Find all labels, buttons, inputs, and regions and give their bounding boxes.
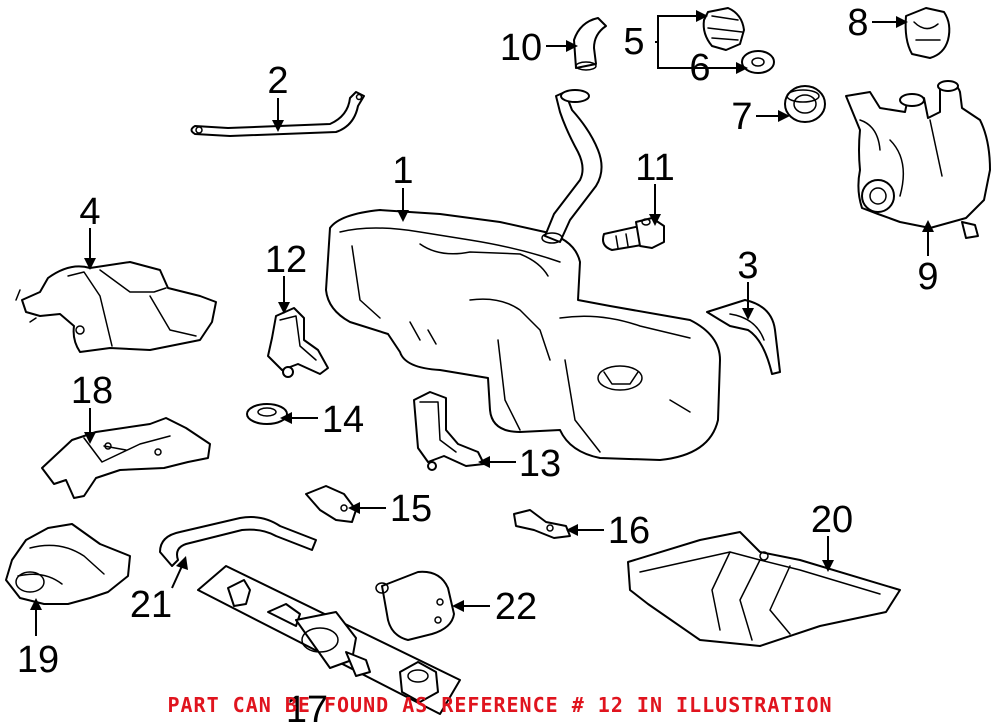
rear-bracket-part[interactable] xyxy=(41,417,211,499)
callout-9: 9 xyxy=(917,256,938,298)
callout-12: 12 xyxy=(265,239,307,281)
arrowheads xyxy=(30,10,934,612)
callout-5: 5 xyxy=(623,21,644,63)
heat-shield-part[interactable] xyxy=(706,299,781,375)
bracket-clip-part[interactable] xyxy=(513,509,571,539)
callout-6: 6 xyxy=(689,47,710,89)
fuel-tank-part[interactable] xyxy=(325,209,721,461)
heat-shield-large-part[interactable] xyxy=(627,531,901,647)
filler-cap-part[interactable] xyxy=(702,7,745,51)
filler-neck-part[interactable] xyxy=(541,89,603,244)
lower-shield-part[interactable] xyxy=(5,523,131,605)
cap-part[interactable] xyxy=(904,7,951,59)
callout-2: 2 xyxy=(267,60,288,102)
leader-lines xyxy=(35,15,929,636)
callout-8: 8 xyxy=(847,2,868,44)
fuel-filter-part[interactable] xyxy=(375,570,455,641)
fuel-pump-kit-part[interactable] xyxy=(197,565,461,715)
callout-1: 1 xyxy=(392,150,413,192)
callout-15: 15 xyxy=(390,488,432,530)
callout-labels: 1 2 3 4 5 6 7 8 9 10 11 12 13 14 15 16 1… xyxy=(17,2,939,728)
fuel-line-part[interactable] xyxy=(159,516,317,567)
callout-16: 16 xyxy=(608,510,650,552)
callout-19: 19 xyxy=(17,639,59,681)
callout-21: 21 xyxy=(130,584,172,626)
expansion-tank-part[interactable] xyxy=(845,80,991,239)
callout-20: 20 xyxy=(811,499,853,541)
seal-washer-part[interactable] xyxy=(741,50,775,74)
callout-18: 18 xyxy=(71,370,113,412)
vent-hose-part[interactable] xyxy=(573,17,607,71)
callout-11: 11 xyxy=(635,147,674,189)
reference-note: PART CAN BE FOUND AS REFERENCE # 12 IN I… xyxy=(167,693,833,717)
check-valve-part[interactable] xyxy=(602,217,665,251)
callout-14: 14 xyxy=(322,399,364,441)
sending-unit-seal-part[interactable] xyxy=(784,85,826,123)
callout-13: 13 xyxy=(519,443,561,485)
callout-22: 22 xyxy=(495,586,537,628)
clip-part[interactable] xyxy=(305,485,357,523)
support-bracket-part[interactable] xyxy=(413,391,485,471)
callout-7: 7 xyxy=(731,96,752,138)
callout-4: 4 xyxy=(79,191,100,233)
mounting-bracket-part[interactable] xyxy=(267,307,329,378)
callout-10: 10 xyxy=(500,27,542,69)
callout-3: 3 xyxy=(737,245,758,287)
callout-17: 17 xyxy=(286,689,328,728)
left-shield-part[interactable] xyxy=(15,261,217,353)
tank-strap-part[interactable] xyxy=(190,91,365,137)
grommet-part[interactable] xyxy=(246,403,288,425)
